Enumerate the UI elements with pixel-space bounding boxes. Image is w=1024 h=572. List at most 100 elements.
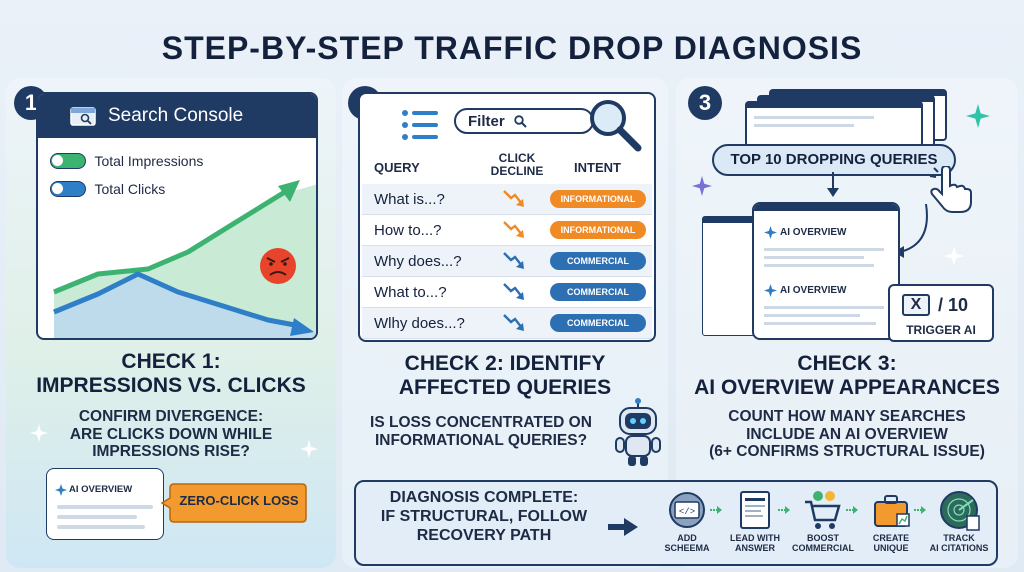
table-row[interactable]: Wlhy does...?COMMERCIAL — [362, 308, 652, 339]
right-arrow-icon — [608, 518, 638, 536]
check-3-heading-line-1: CHECK 3: — [797, 352, 897, 375]
check-1-question-line-2: ARE CLICKS DOWN WHILE — [69, 425, 273, 443]
page-title: STEP-BY-STEP TRAFFIC DROP DIAGNOSIS — [161, 30, 863, 66]
intent-badge: COMMERCIAL — [550, 252, 646, 270]
ai-overview-results-page: AI OVERVIEW AI OVERVIEW — [752, 202, 900, 340]
recovery-step-label: BOOST COMMERCIAL — [792, 533, 854, 553]
top-10-dropping-queries-badge: TOP 10 DROPPING QUERIES — [712, 144, 956, 176]
search-console-title: Search Console — [108, 105, 244, 126]
down-arrow-icon — [827, 172, 839, 197]
check-1-question-line-1: CONFIRM DIVERGENCE: — [78, 408, 264, 425]
clicks-legend: Total Clicks — [50, 180, 165, 198]
counter-label: TRIGGER AI — [906, 323, 976, 337]
browser-search-icon — [70, 107, 96, 126]
diagnosis-line-2: IF STRUCTURAL, FOLLOW — [380, 508, 588, 526]
text-line — [57, 515, 137, 519]
impressions-toggle-icon — [50, 152, 86, 169]
sparkle-icon — [300, 440, 318, 458]
check-2-heading: CHECK 2: IDENTIFY AFFECTED QUERIES — [346, 352, 664, 399]
clicks-legend-label: Total Clicks — [94, 180, 166, 197]
robot-icon — [615, 398, 661, 466]
decline-arrow-icon — [503, 283, 524, 300]
text-line — [57, 505, 153, 509]
ai-star-icon — [764, 284, 777, 297]
step-arrow-icon — [778, 506, 790, 514]
shopping-cart-icon — [805, 491, 841, 529]
recovery-step-label: TRACK AI CITATIONS — [929, 533, 989, 553]
text-line — [57, 525, 145, 529]
table-row[interactable]: Why does...? COMMERCIAL — [362, 246, 652, 277]
divergence-chart — [53, 180, 316, 338]
clicks-arrowhead — [290, 318, 314, 336]
check-2-heading-line-2: AFFECTED QUERIES — [398, 375, 612, 399]
counter-input-box[interactable]: X — [902, 294, 930, 316]
query-cell: What to...? — [374, 284, 447, 301]
check-1-question-line-3: IMPRESSIONS RISE? — [92, 443, 250, 461]
sparkle-icon — [30, 424, 48, 442]
ai-overview-card: AI OVERVIEW — [46, 468, 164, 540]
intent-badge: INFORMATIONAL — [550, 221, 646, 239]
zero-click-callout-shape — [160, 483, 307, 523]
recovery-step-label: LEAD WITH ANSWER — [730, 533, 780, 553]
diagnosis-line-3: RECOVERY PATH — [416, 527, 552, 545]
column-header-intent: INTENT — [574, 160, 621, 175]
query-cell: Wlhy does...? — [374, 315, 465, 332]
search-console-panel: Search Console Total Impressions Total C… — [36, 92, 318, 340]
table-row[interactable]: What is...? INFORMATIONAL — [362, 184, 652, 215]
ai-overview-label-1: AI OVERVIEW — [780, 227, 847, 238]
magnifier-icon — [590, 100, 642, 152]
check-3-heading-line-2: AI OVERVIEW APPEARANCES — [694, 375, 1000, 399]
decline-arrow-icon — [503, 314, 524, 331]
check-2-heading-line-1: CHECK 2: IDENTIFY — [404, 352, 606, 375]
svg-text:</>: </> — [679, 507, 695, 517]
trigger-ai-counter: X / 10 TRIGGER AI — [888, 284, 994, 342]
step-arrow-icon — [846, 506, 858, 514]
query-cell: How to...? — [374, 222, 442, 239]
check-3-question-line-1: COUNT HOW MANY SEARCHES — [728, 408, 966, 425]
recovery-path: </> ADD SCHEEMA LEAD WITH ANSWER BOOST COMM… — [652, 488, 992, 564]
ai-overview-card-label: AI OVERVIEW — [69, 484, 133, 495]
query-cell: What is...? — [374, 191, 445, 208]
results-page-back — [702, 216, 758, 336]
decline-arrow-icon — [503, 252, 524, 269]
intent-badge: COMMERCIAL — [550, 283, 646, 301]
filter-input[interactable]: Filter — [454, 108, 594, 134]
query-table-panel: Filter QUERY CLICK DECLINE INTENT What i… — [358, 92, 656, 342]
diagnosis-line-1: DIAGNOSIS COMPLETE: — [389, 489, 579, 506]
table-row[interactable]: What to...? COMMERCIAL — [362, 277, 652, 308]
gear-code-icon: </> — [669, 492, 705, 528]
step-arrow-icon — [914, 506, 926, 514]
angry-face-icon — [260, 248, 296, 284]
impressions-legend: Total Impressions — [50, 152, 203, 170]
clicks-line — [53, 271, 301, 329]
ai-overview-label-2: AI OVERVIEW — [780, 285, 847, 296]
impressions-line — [53, 187, 290, 295]
check-3-heading: CHECK 3: AI OVERVIEW APPEARANCES — [680, 352, 1014, 399]
ai-star-icon — [764, 226, 777, 239]
search-icon — [514, 115, 527, 128]
intent-badge: INFORMATIONAL — [550, 190, 646, 208]
answer-document-icon — [740, 491, 770, 529]
check-1-heading-line-1: CHECK 1: — [121, 350, 221, 373]
table-row[interactable]: How to...? INFORMATIONAL — [362, 215, 652, 246]
check-3-question: COUNT HOW MANY SEARCHES INCLUDE AN AI OV… — [680, 408, 1014, 461]
check-1-heading: CHECK 1: IMPRESSIONS VS. CLICKS — [14, 350, 328, 397]
stacked-pages-icon — [745, 89, 947, 146]
recovery-step-label: ADD SCHEEMA — [664, 533, 710, 553]
filter-label: Filter — [468, 113, 505, 130]
sparkle-icon — [966, 104, 990, 128]
check-2-question-line-2: INFORMATIONAL QUERIES? — [374, 431, 588, 449]
list-icon — [402, 110, 438, 140]
diagnosis-text: DIAGNOSIS COMPLETE: IF STRUCTURAL, FOLLO… — [366, 488, 602, 546]
query-cell: Why does...? — [374, 253, 462, 270]
clicks-toggle-icon — [50, 180, 86, 197]
decline-arrow-icon — [503, 190, 524, 207]
radar-icon — [940, 491, 980, 531]
check-3-question-line-3: (6+ CONFIRMS STRUCTURAL ISSUE) — [709, 443, 985, 461]
sparkle-icon — [692, 176, 712, 196]
impressions-legend-label: Total Impressions — [94, 152, 204, 169]
check-1-heading-line-2: IMPRESSIONS VS. CLICKS — [36, 373, 306, 397]
ai-star-icon — [55, 484, 67, 496]
decline-arrow-icon — [503, 221, 524, 238]
check-1-question: CONFIRM DIVERGENCE: ARE CLICKS DOWN WHIL… — [14, 408, 328, 461]
